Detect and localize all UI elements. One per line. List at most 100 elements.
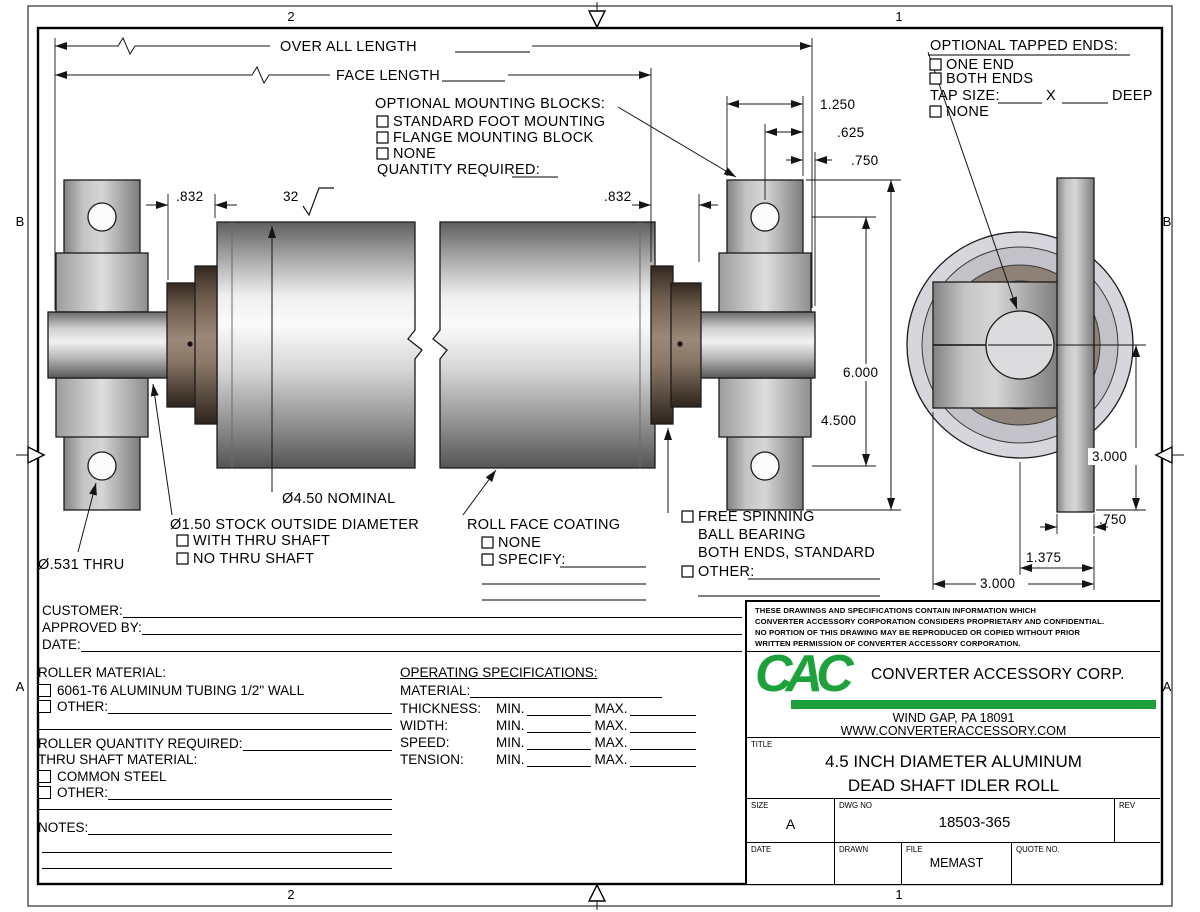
- shaft-diameter-note: Ø1.50 STOCK OUTSIDE DIAMETER: [170, 517, 419, 533]
- width-row: WIDTH:MIN.MAX.: [400, 717, 698, 733]
- notes-line-2[interactable]: [42, 850, 392, 853]
- zone-arrow-bottom: [587, 883, 607, 910]
- checkbox-tapped-none[interactable]: [929, 105, 942, 118]
- checkbox-flange-mounting-block[interactable]: [376, 131, 389, 144]
- date-input-line[interactable]: [80, 649, 742, 652]
- checkbox-6061-aluminum[interactable]: [38, 684, 51, 697]
- logo-underline-bar: [791, 700, 1156, 709]
- legal-line-3: NO PORTION OF THIS DRAWING MAY BE REPROD…: [755, 627, 1080, 637]
- checkbox-no-thru-shaft[interactable]: [176, 552, 189, 565]
- speed-min-line[interactable]: [526, 747, 591, 750]
- company-website[interactable]: WWW.CONVERTERACCESSORY.COM: [840, 724, 1067, 738]
- tension-label: TENSION:: [400, 752, 464, 767]
- right-bearing-hub: [650, 265, 674, 425]
- drawn-label: DRAWN: [839, 845, 869, 854]
- speed-label: SPEED:: [400, 735, 450, 750]
- tension-min-line[interactable]: [526, 764, 591, 767]
- right-setscrew-dot: [677, 341, 683, 347]
- width-label: WIDTH:: [400, 718, 448, 733]
- checkbox-both-ends[interactable]: [929, 72, 942, 85]
- coating-specify-label: SPECIFY:: [498, 552, 566, 568]
- bearing-note-line1: FREE SPINNING: [698, 509, 815, 525]
- zone-bottom-left: 2: [287, 887, 294, 902]
- checkbox-bearing-other[interactable]: [681, 565, 694, 578]
- zone-top-right: 1: [895, 9, 902, 24]
- notes-line-3[interactable]: [42, 866, 392, 869]
- roller-qty-input-line[interactable]: [242, 748, 392, 751]
- coating-none-label: NONE: [498, 535, 541, 551]
- checkbox-one-end[interactable]: [929, 58, 942, 71]
- leader-roll-face-coating: [462, 469, 497, 516]
- thru-shaft-other-line[interactable]: [108, 797, 392, 800]
- material-input-line[interactable]: [470, 695, 662, 698]
- checkbox-mounting-none[interactable]: [376, 147, 389, 160]
- drawing-title-cell: TITLE 4.5 INCH DIAMETER ALUMINUM DEAD SH…: [747, 738, 1160, 799]
- dim-bearing-width-left: .832: [176, 189, 203, 204]
- roll-diameter-note: Ø4.50 NOMINAL: [282, 491, 396, 507]
- zone-left-lower: A: [16, 679, 25, 694]
- legal-line-2: CONVERTER ACCESSORY CORPORATION CONSIDER…: [755, 616, 1105, 626]
- bearing-other-label: OTHER:: [698, 564, 755, 580]
- dim-center-to-bar: 1.375: [1026, 550, 1061, 565]
- roller-qty-label: ROLLER QUANTITY REQUIRED:: [38, 736, 243, 751]
- speed-min-label: MIN.: [496, 735, 525, 750]
- end-view: [906, 177, 1134, 513]
- with-thru-shaft-label: WITH THRU SHAFT: [193, 533, 330, 549]
- checkbox-standard-foot-mounting[interactable]: [376, 115, 389, 128]
- speed-max-line[interactable]: [629, 747, 696, 750]
- tb-date-label: DATE: [751, 845, 772, 854]
- common-steel-label: COMMON STEEL: [57, 769, 167, 784]
- zone-top-left: 2: [287, 9, 294, 24]
- leader-hole-diameter: [77, 482, 97, 553]
- width-max-line[interactable]: [629, 730, 696, 733]
- file-cell: FILE MEMAST: [902, 843, 1012, 884]
- file-label: FILE: [906, 845, 923, 854]
- tap-size-deep-label: DEEP: [1112, 88, 1153, 104]
- checkbox-coating-specify[interactable]: [481, 553, 494, 566]
- right-bearing-collar: [670, 282, 702, 408]
- width-min-line[interactable]: [526, 730, 591, 733]
- checkbox-free-spinning-bearing[interactable]: [681, 510, 694, 523]
- approved-by-input-line[interactable]: [141, 632, 742, 635]
- speed-max-label: MAX.: [594, 735, 628, 750]
- dim-hole-to-edge: .625: [837, 125, 864, 140]
- zone-right-lower: A: [1163, 679, 1172, 694]
- tapped-opt1-label: ONE END: [946, 57, 1014, 73]
- width-min-label: MIN.: [496, 718, 525, 733]
- dim-hole-spacing: 4.500: [821, 413, 856, 428]
- left-block-upper-boss: [55, 252, 149, 313]
- tension-min-label: MIN.: [496, 752, 525, 767]
- dwg-no-cell: DWG NO 18503-365: [835, 799, 1115, 842]
- left-block-top-hole: [87, 202, 117, 232]
- checkbox-coating-none[interactable]: [481, 536, 494, 549]
- left-shaft: [47, 311, 171, 379]
- thickness-max-label: MAX.: [594, 701, 628, 716]
- zone-bottom-right: 1: [895, 887, 902, 902]
- roller-material-opt1-row: 6061-T6 ALUMINUM TUBING 1/2" WALL: [38, 683, 304, 698]
- checkbox-with-thru-shaft[interactable]: [176, 534, 189, 547]
- dwg-no-label: DWG NO: [839, 801, 872, 810]
- quote-label: QUOTE NO.: [1016, 845, 1060, 854]
- tension-max-line[interactable]: [629, 764, 696, 767]
- checkbox-common-steel[interactable]: [38, 770, 51, 783]
- drawing-annotations: OVER ALL LENGTH FACE LENGTH OPTIONAL MOU…: [38, 38, 1153, 601]
- thickness-max-line[interactable]: [629, 713, 696, 716]
- left-bearing-hub: [194, 265, 218, 425]
- mounting-opt1-label: STANDARD FOOT MOUNTING: [393, 114, 605, 130]
- dim-overall-length-line: [55, 36, 812, 56]
- checkbox-roller-material-other[interactable]: [38, 700, 51, 713]
- roller-material-other-line[interactable]: [108, 711, 392, 714]
- dim-shaft-extension: .750: [851, 153, 878, 168]
- thickness-min-line[interactable]: [526, 713, 591, 716]
- zone-left-upper: B: [16, 214, 25, 229]
- customer-input-line[interactable]: [122, 615, 742, 618]
- no-thru-shaft-label: NO THRU SHAFT: [193, 551, 314, 567]
- date-drawn-file-quote-row: DATE DRAWN FILE MEMAST QUOTE NO.: [747, 843, 1160, 884]
- material-label: MATERIAL:: [400, 683, 471, 698]
- rev-cell: REV: [1115, 799, 1160, 842]
- side-view: [47, 179, 816, 511]
- checkbox-thru-shaft-other[interactable]: [38, 786, 51, 799]
- notes-input-line[interactable]: [88, 832, 392, 835]
- proprietary-notice: THESE DRAWINGS AND SPECIFICATIONS CONTAI…: [747, 602, 1160, 652]
